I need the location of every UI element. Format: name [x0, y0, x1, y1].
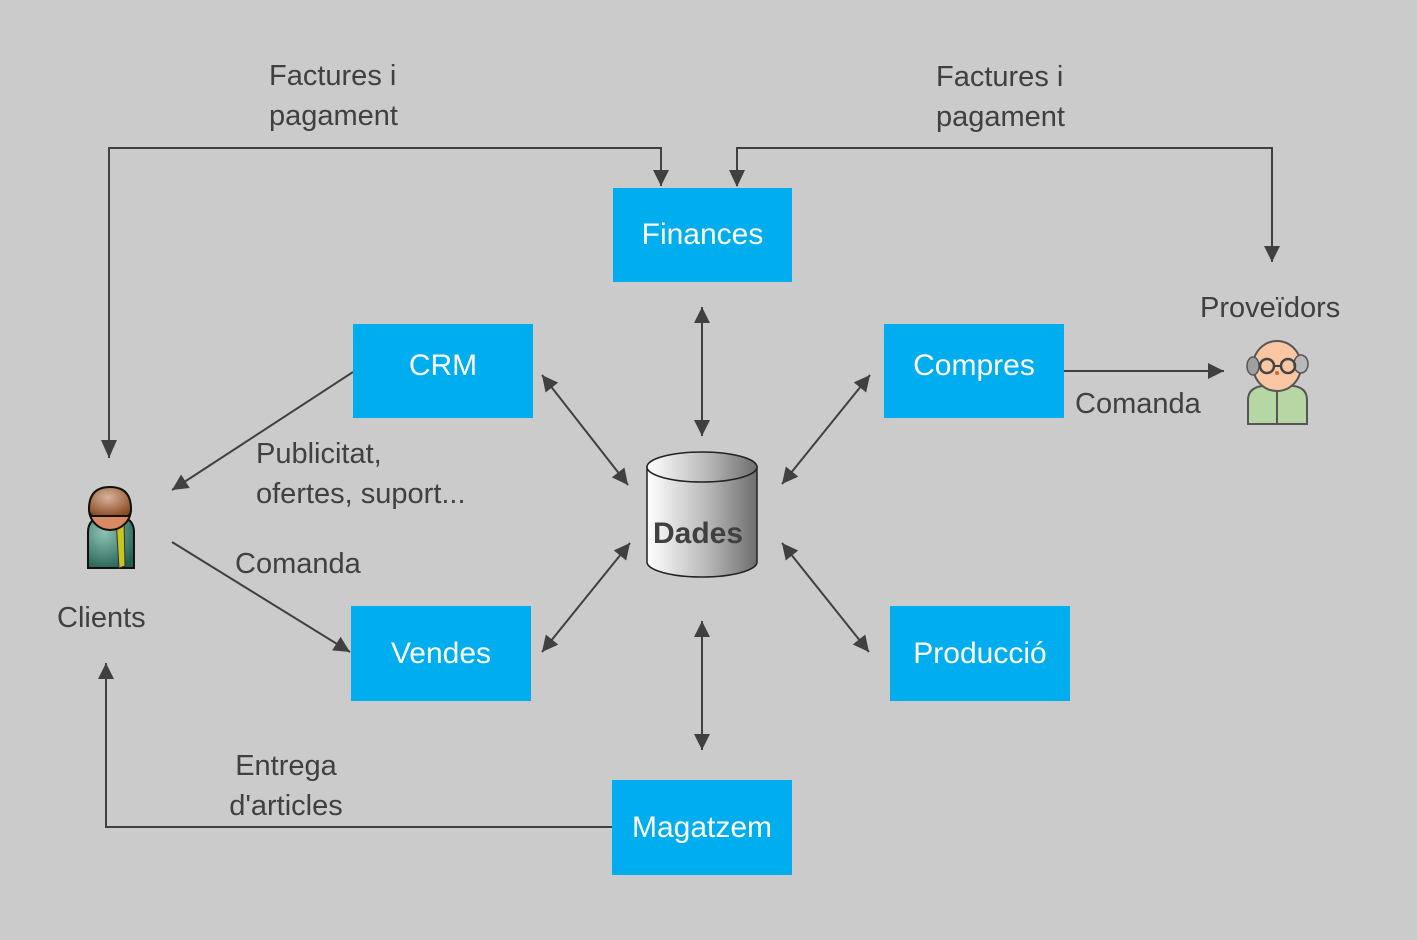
clients-vendes-arrow — [171, 541, 351, 653]
flow-clients-finances-arrow — [108, 147, 669, 458]
crm-dades-arrow — [541, 374, 629, 486]
compres-dades-arrow — [781, 374, 871, 485]
module-finances: Finances — [613, 188, 792, 282]
module-produccio-label: Producció — [913, 636, 1047, 670]
client-person-icon — [87, 485, 135, 569]
supplier-person-icon — [1246, 340, 1309, 425]
module-finances-label: Finances — [641, 218, 764, 251]
module-magatzem-label: Magatzem — [631, 810, 773, 844]
flow-label-suppliers-invoices: Factures i pagament — [936, 61, 1065, 133]
magatzem-clients-arrow — [98, 663, 612, 828]
module-compres-label: Compres — [913, 349, 1035, 382]
produccio-dades-arrow — [781, 542, 870, 653]
database-label: Dades — [653, 517, 744, 550]
arrowhead-to-clients — [101, 440, 117, 458]
module-produccio: Producció — [890, 606, 1070, 701]
module-vendes: Vendes — [351, 606, 531, 701]
clients-label: Clients — [57, 602, 146, 634]
flow-label-clients-vendes: Comanda — [235, 548, 361, 580]
crm-clients-arrow — [171, 371, 354, 491]
flow-label-compres-proveidors: Comanda — [1075, 388, 1201, 420]
proveidors-label: Proveïdors — [1200, 292, 1341, 324]
flow-label-crm-clients: Publicitat, ofertes, suport... — [256, 438, 466, 510]
module-crm: CRM — [353, 324, 533, 418]
vendes-dades-arrow — [541, 542, 631, 653]
arrowhead-to-finances-right — [729, 170, 745, 187]
flow-label-clients-invoices: Factures i pagament — [269, 60, 398, 132]
module-compres: Compres — [884, 324, 1064, 418]
flow-suppliers-finances-arrow — [736, 147, 1280, 262]
module-magatzem: Magatzem — [612, 780, 792, 875]
module-crm-label: CRM — [408, 349, 478, 382]
module-vendes-label: Vendes — [390, 636, 492, 670]
flow-label-magatzem-clients: Entrega d'articles — [229, 750, 343, 822]
database-cylinder-icon — [646, 451, 758, 578]
